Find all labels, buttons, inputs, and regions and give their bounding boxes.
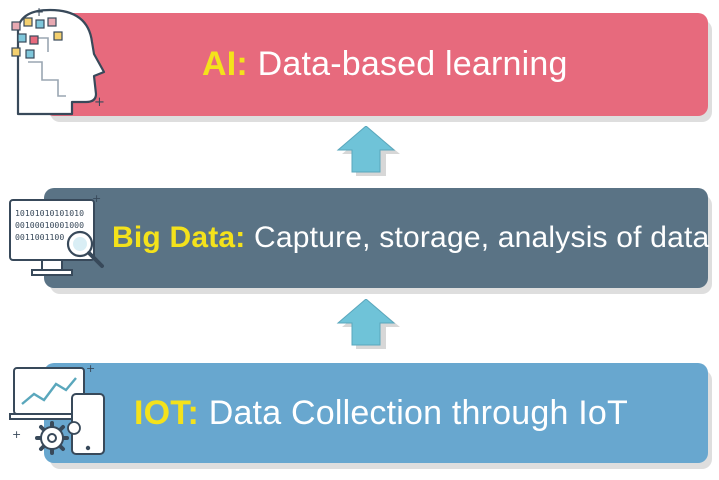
iot-layer-colon: :	[187, 393, 200, 432]
binary-line-3: 0011001100	[15, 232, 64, 242]
svg-text:+: +	[86, 364, 95, 375]
up-arrow-ai	[336, 126, 400, 176]
ai-layer: AI: Data-based learning	[44, 13, 708, 116]
ai-layer-key: AI	[202, 45, 237, 83]
devices-gear-icon: + +	[9, 364, 105, 455]
svg-text:+: +	[12, 428, 21, 441]
ai-head-icon: + +	[11, 5, 106, 116]
bigdata-layer: Big Data: Capture, storage, analysis of …	[44, 188, 709, 288]
bigdata-layer-colon: :	[235, 221, 246, 254]
binary-line-2: 00100010001000	[15, 220, 84, 230]
bigdata-layer-desc: Capture, storage, analysis of data	[254, 221, 710, 254]
bigdata-layer-label: Big Data: Capture, storage, analysis of …	[112, 221, 709, 255]
ai-layer-desc: Data-based learning	[257, 45, 568, 83]
svg-text:+: +	[94, 95, 105, 110]
iot-layer-desc: Data Collection through IoT	[208, 393, 628, 432]
up-arrow-bigdata	[336, 299, 400, 349]
svg-text:+: +	[34, 5, 44, 19]
svg-text:+: +	[92, 194, 101, 205]
binary-line-1: 10101010101010	[15, 208, 84, 218]
monitor-magnifier-icon: 10101010101010 00100010001000 0011001100…	[9, 194, 104, 276]
bigdata-layer-key: Big Data	[112, 221, 236, 254]
iot-layer: IOT: Data Collection through IoT	[44, 363, 708, 463]
ai-layer-label: AI: Data-based learning	[202, 45, 568, 84]
ai-layer-colon: :	[236, 45, 248, 83]
iot-layer-label: IOT: Data Collection through IoT	[134, 394, 628, 433]
iot-layer-key: IOT	[134, 393, 188, 432]
